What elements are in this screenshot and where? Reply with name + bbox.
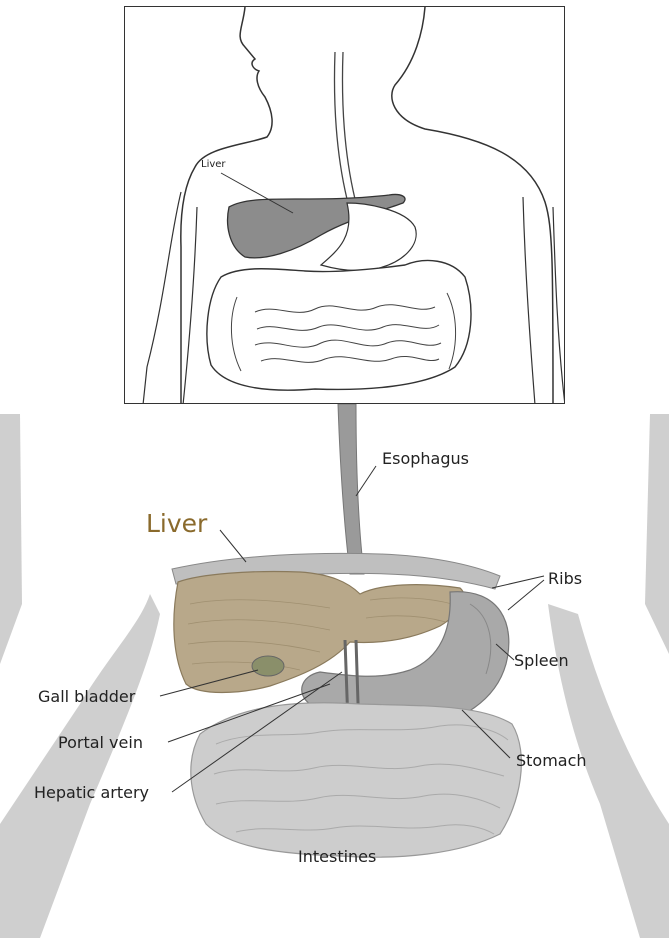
label-gall-bladder: Gall bladder — [38, 687, 136, 706]
label-hepatic-artery: Hepatic artery — [34, 783, 149, 802]
label-stomach: Stomach — [516, 751, 587, 770]
label-portal-vein: Portal vein — [58, 733, 143, 752]
label-liver-top: Liver — [201, 159, 226, 170]
silhouette-left-top — [0, 414, 22, 664]
simple-anatomy-diagram: Liver — [124, 6, 565, 404]
simple-anatomy-svg: Liver — [125, 7, 565, 404]
label-esophagus: Esophagus — [382, 449, 469, 468]
esophagus-line — [335, 52, 356, 199]
arm-right-inner — [523, 197, 535, 404]
arm-left-inner — [183, 207, 197, 404]
detailed-anatomy-diagram: Liver Esophagus Ribs Spleen Gall bladder… — [0, 404, 669, 938]
gall-bladder-shape — [252, 656, 284, 676]
label-liver-title: Liver — [146, 509, 208, 538]
label-spleen: Spleen — [514, 651, 569, 670]
detailed-anatomy-svg: Liver Esophagus Ribs Spleen Gall bladder… — [0, 404, 669, 938]
label-intestines: Intestines — [298, 847, 376, 866]
silhouette-left-lower — [0, 594, 160, 938]
label-ribs: Ribs — [548, 569, 582, 588]
arm-left — [143, 192, 181, 404]
arm-right — [553, 207, 565, 404]
silhouette-right-top — [645, 414, 669, 654]
